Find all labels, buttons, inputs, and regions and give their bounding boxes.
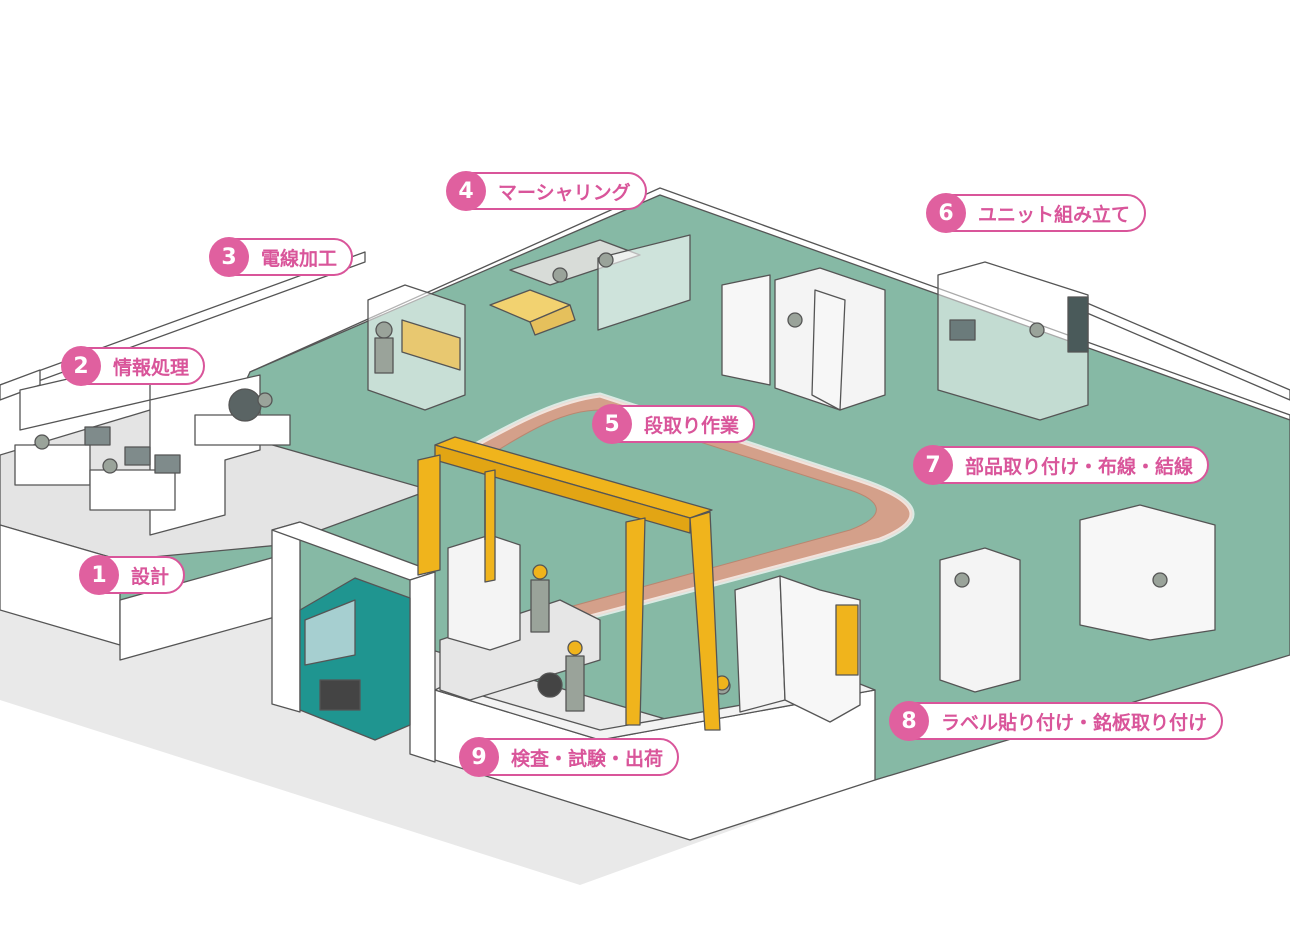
gate-pillar-left xyxy=(271,521,301,713)
cabinet-7b xyxy=(1079,504,1216,641)
step-number-3: 3 xyxy=(209,237,249,277)
step-label-4: 4 マーシャリング xyxy=(446,171,647,211)
step-label-8: 8 ラベル貼り付け・銘板取り付け xyxy=(889,701,1224,741)
wire-booth-shelf xyxy=(401,319,461,371)
crane-worker-2-helmet xyxy=(567,640,583,656)
wire-worker-body xyxy=(374,337,394,374)
step-number-2: 2 xyxy=(61,346,101,386)
office-worker-3-head xyxy=(257,392,273,408)
cabinet-8a xyxy=(734,575,786,713)
step-text-7: 部品取り付け・布線・結線 xyxy=(965,455,1194,478)
step-label-7: 7 部品取り付け・布線・結線 xyxy=(913,445,1210,485)
unit-booth-rack xyxy=(1067,296,1089,353)
step-label-2: 2 情報処理 xyxy=(61,346,206,386)
step-label-1: 1 設計 xyxy=(79,555,186,595)
crane-leg-right-2 xyxy=(689,511,721,731)
step-number-1: 1 xyxy=(79,555,119,595)
marshalling-shelf-2 xyxy=(597,234,691,331)
step-number-8: 8 xyxy=(889,701,929,741)
crane-leg-left xyxy=(417,454,441,576)
office-reel xyxy=(228,388,262,422)
step-text-5: 段取り作業 xyxy=(644,414,740,437)
cabinet-7b-worker-head xyxy=(1152,572,1168,588)
office-worker-1-head xyxy=(34,434,50,450)
track-edge xyxy=(468,392,915,628)
unit-booth xyxy=(937,261,1089,421)
step-text-8: ラベル貼り付け・銘板取り付け xyxy=(941,711,1208,734)
crane-leg-right xyxy=(625,517,646,726)
step-text-9: 検査・試験・出荷 xyxy=(511,747,664,770)
marshalling-worker2-head xyxy=(552,267,568,283)
step-text-3: 電線加工 xyxy=(261,247,338,270)
truck-grille xyxy=(319,679,361,711)
cabinet-6-worker-head xyxy=(787,312,803,328)
office-desk-1 xyxy=(14,444,91,486)
crane-worker-2-body xyxy=(565,655,585,712)
marshalling-boxes-2 xyxy=(529,304,576,336)
crane-worker-1-body xyxy=(530,579,550,633)
cabinet-7a xyxy=(939,547,1021,693)
wire-worker-head xyxy=(375,321,393,339)
step-number-7: 7 xyxy=(913,445,953,485)
step-number-9: 9 xyxy=(459,737,499,777)
cabinet-7a-worker-head xyxy=(954,572,970,588)
step-label-6: 6 ユニット組み立て xyxy=(926,193,1147,233)
crane-beam-side xyxy=(434,444,691,534)
step-text-4: マーシャリング xyxy=(498,181,631,204)
step-text-1: 設計 xyxy=(131,565,170,588)
office-monitor-3 xyxy=(154,454,181,474)
office-monitor-2 xyxy=(124,446,151,466)
step-number-5: 5 xyxy=(592,404,632,444)
truck-bed xyxy=(439,599,601,701)
step-text-2: 情報処理 xyxy=(113,356,190,379)
unit-booth-worker-head xyxy=(1029,322,1045,338)
office-monitor-1 xyxy=(84,426,111,446)
step-number-6: 6 xyxy=(926,193,966,233)
truck-cargo-cabinet xyxy=(447,534,521,651)
cabinet-8-panel xyxy=(835,604,859,676)
truck-windshield xyxy=(304,599,356,666)
step-label-5: 5 段取り作業 xyxy=(592,404,756,444)
office-worker-2-head xyxy=(102,458,118,474)
unit-booth-monitor xyxy=(949,319,976,341)
crane-worker-1-helmet xyxy=(532,564,548,580)
marshalling-worker-head xyxy=(598,252,614,268)
cabinet-6-door-right xyxy=(811,289,846,411)
step-text-6: ユニット組み立て xyxy=(978,203,1131,226)
step-label-3: 3 電線加工 xyxy=(209,237,354,277)
truck-wheel xyxy=(537,672,563,698)
cabinet-6-door-left xyxy=(721,274,771,386)
step-label-9: 9 検査・試験・出荷 xyxy=(459,737,680,777)
step-number-4: 4 xyxy=(446,171,486,211)
gate-pillar-right xyxy=(409,571,436,763)
crane-leg-left-2 xyxy=(484,469,496,583)
office-desk-2 xyxy=(89,469,176,511)
